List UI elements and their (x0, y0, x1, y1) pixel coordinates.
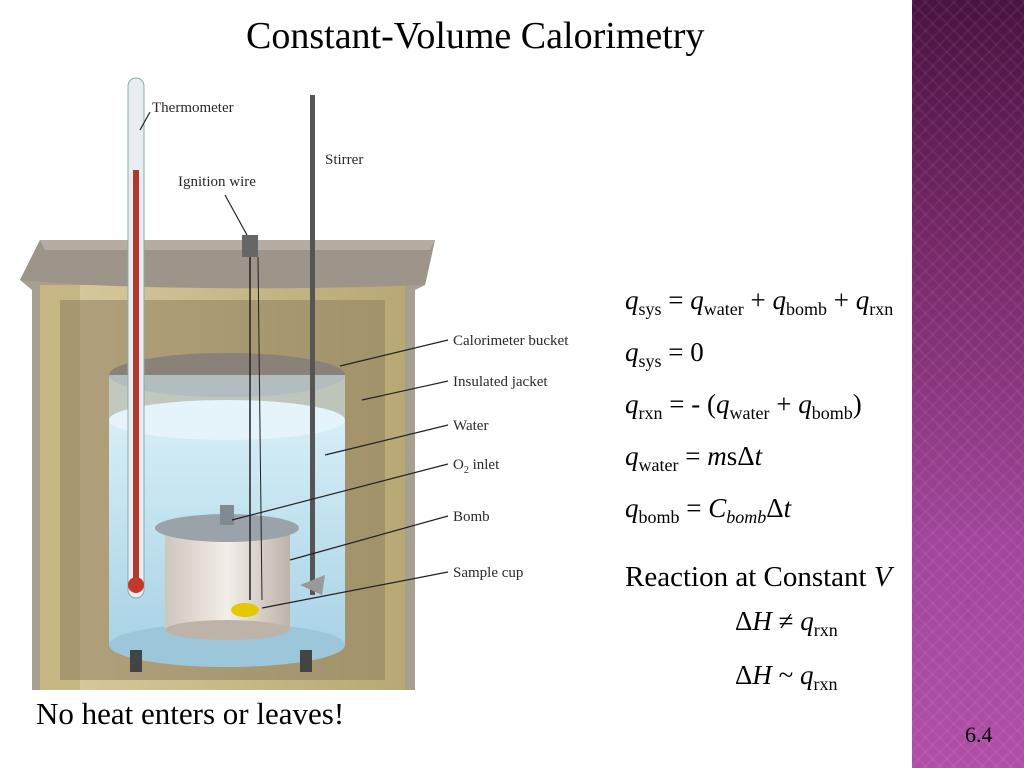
leader-lines (139, 111, 449, 609)
o2-rest: inlet (469, 457, 500, 473)
eq1-sub-rxn: rxn (869, 299, 894, 319)
eq4-m: m (707, 441, 727, 471)
label-water: Water (453, 418, 488, 434)
eq1-sub-water: water (703, 299, 744, 319)
reaction-heading: Reaction at Constant V (625, 561, 892, 594)
rel2-op: ~ (771, 660, 800, 690)
eq3-q: q (625, 389, 639, 419)
eq4-equals: = (678, 441, 708, 471)
equation-q-bomb: qbomb = CbombΔt (625, 490, 1005, 542)
eq1-plus1: + (743, 285, 773, 315)
equation-q-sys-zero: qsys = 0 (625, 334, 1005, 386)
stirrer-shape (300, 95, 325, 595)
eq2-rest: = 0 (661, 337, 704, 367)
eq1-q4: q (855, 285, 870, 315)
bomb-shape (155, 505, 299, 640)
label-o2-inlet: O2 inlet (453, 457, 500, 476)
eq4-s: s (726, 441, 738, 471)
eq1-q2: q (690, 285, 704, 315)
eq5-C: C (708, 493, 727, 523)
label-stirrer: Stirrer (325, 152, 363, 168)
label-thermometer: Thermometer (152, 100, 234, 116)
rel1-H: H (752, 606, 772, 636)
eq3-q3: q (798, 389, 812, 419)
rel1-op: ≠ (771, 606, 801, 636)
eq5-delta: Δ (766, 493, 784, 523)
eq3-close: ) (852, 389, 862, 419)
relation-approx: ΔH ~ qrxn (735, 660, 838, 694)
equation-q-rxn: qrxn = - (qwater + qbomb) (625, 386, 1005, 438)
label-ignition-wire: Ignition wire (178, 174, 256, 190)
eq5-equals: = (679, 493, 709, 523)
eq3-mid: = - ( (662, 389, 716, 419)
eq1-equals: = (661, 285, 691, 315)
o2-O: O (453, 457, 464, 473)
eq5-sub-bomb: bomb (638, 507, 680, 527)
eq1-plus2: + (826, 285, 856, 315)
rel1-q: q (800, 606, 814, 636)
label-calorimeter-bucket: Calorimeter bucket (453, 333, 569, 349)
equations-block: qsys = qwater + qbomb + qrxn qsys = 0 qr… (625, 282, 1005, 542)
equation-q-water: qwater = msΔt (625, 438, 1005, 490)
slide-number: 6.4 (965, 722, 993, 747)
eq4-t: t (754, 441, 763, 471)
reaction-text: Reaction at Constant (625, 561, 874, 593)
eq2-q: q (625, 337, 639, 367)
rel1-sub-rxn: rxn (813, 620, 838, 640)
eq4-q: q (625, 441, 639, 471)
rel2-delta: Δ (735, 660, 753, 690)
rel2-q: q (799, 660, 814, 690)
decorative-side-band (912, 0, 1024, 768)
relation-not-equal: ΔH ≠ qrxn (735, 606, 838, 640)
footer-note: No heat enters or leaves! (36, 696, 345, 731)
label-sample-cup: Sample cup (453, 565, 523, 581)
eq5-t: t (783, 493, 792, 523)
eq3-sub-bomb: bomb (811, 403, 853, 423)
calorimeter-bucket-shape (109, 353, 345, 672)
eq2-sub-sys: sys (638, 351, 662, 371)
eq1-sub-sys: sys (638, 299, 662, 319)
calorimeter-diagram: Thermometer Ignition wire Stirrer Calori… (20, 77, 569, 690)
rel2-sub-rxn: rxn (813, 674, 838, 694)
eq1-q3: q (772, 285, 786, 315)
eq5-q: q (625, 493, 639, 523)
rel1-delta: Δ (735, 606, 753, 636)
rel2-H: H (752, 660, 772, 690)
eq1-sub-bomb: bomb (785, 299, 827, 319)
eq3-q2: q (715, 389, 730, 419)
ignition-wire-shape (242, 235, 263, 601)
eq1-q: q (625, 285, 639, 315)
eq3-plus: + (769, 389, 799, 419)
eq3-sub-rxn: rxn (638, 403, 663, 423)
label-insulated-jacket: Insulated jacket (453, 374, 548, 390)
reaction-V: V (873, 561, 892, 593)
label-bomb: Bomb (453, 509, 490, 525)
eq4-sub-water: water (638, 455, 679, 475)
slide-title: Constant-Volume Calorimetry (246, 15, 705, 57)
eq4-delta: Δ (737, 441, 755, 471)
eq5-sub-bomb-italic: bomb (726, 507, 767, 527)
o2-subscript: 2 (464, 465, 469, 476)
equation-q-sys-sum: qsys = qwater + qbomb + qrxn (625, 282, 1005, 334)
thermometer-shape (127, 77, 145, 599)
eq3-sub-water: water (729, 403, 770, 423)
